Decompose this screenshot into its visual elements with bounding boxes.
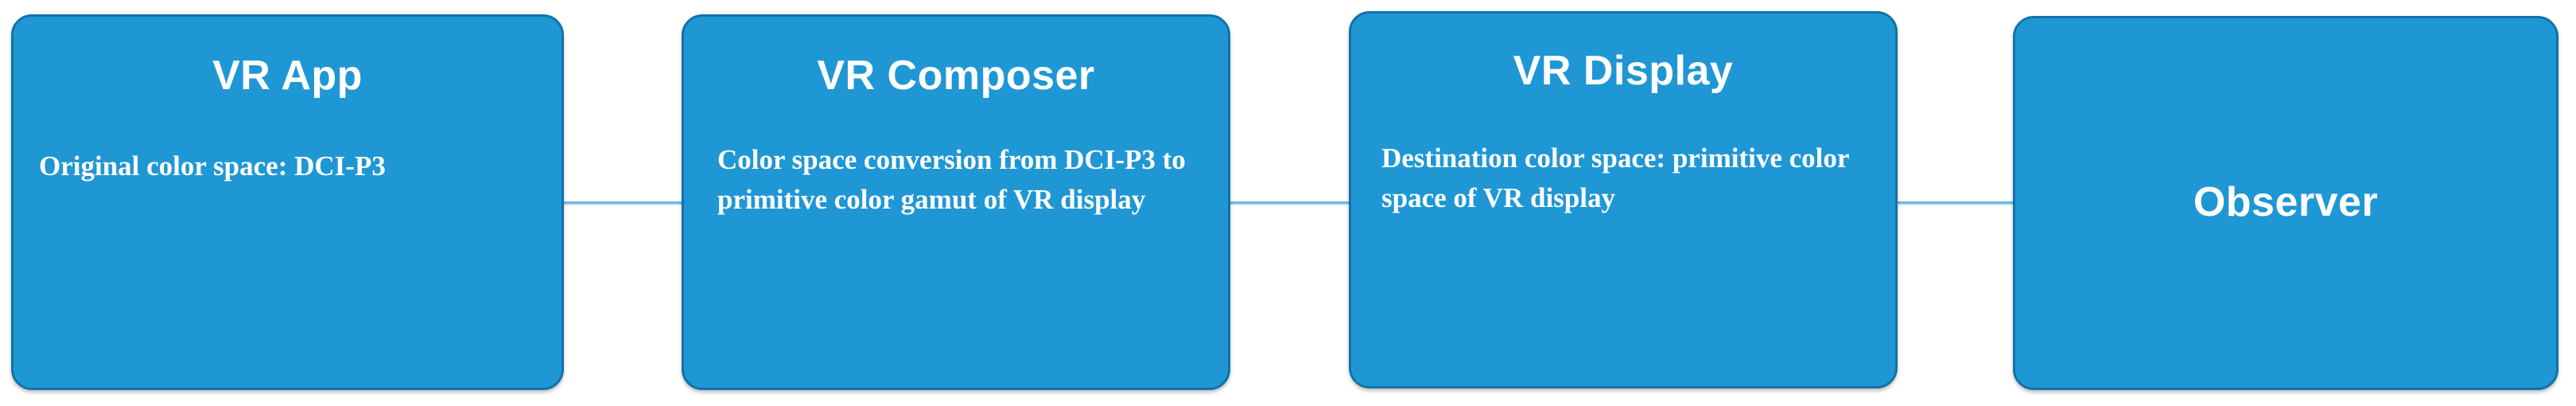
node-vr-display-title: VR Display [1513, 48, 1734, 94]
node-vr-app-title: VR App [212, 53, 363, 99]
connector-app-to-composer [561, 201, 686, 205]
connector-composer-to-display [1226, 201, 1353, 205]
node-vr-display-description: Destination color space: primitive color… [1381, 142, 1849, 213]
node-vr-display[interactable]: VR Display Destination color space: prim… [1349, 11, 1898, 388]
node-observer-title: Observer [2193, 179, 2379, 226]
node-vr-app-description: Original color space: DCI-P3 [39, 150, 386, 182]
node-vr-composer-title: VR Composer [817, 53, 1095, 99]
connector-display-to-observer [1892, 201, 2017, 205]
node-vr-composer-description: Color space conversion from DCI-P3 to pr… [717, 144, 1186, 215]
node-vr-app[interactable]: VR App Original color space: DCI-P3 [11, 14, 564, 390]
node-observer[interactable]: Observer [2013, 16, 2559, 390]
node-vr-composer[interactable]: VR Composer Color space conversion from … [682, 14, 1230, 390]
